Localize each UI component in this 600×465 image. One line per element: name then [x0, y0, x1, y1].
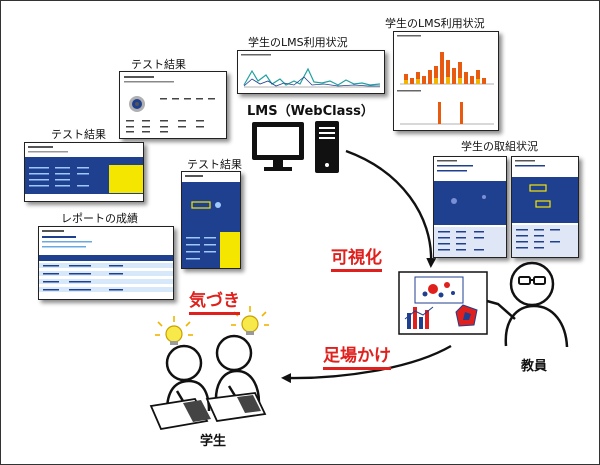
- computer-monitor-icon: [252, 122, 304, 171]
- arrow-visualize: [345, 149, 437, 268]
- label-students: 学生: [200, 434, 227, 449]
- label-visualize: 可視化: [331, 248, 382, 272]
- lms-label: LMS（WebClass）: [247, 104, 374, 119]
- panel-lms-usage-bar: [393, 31, 499, 131]
- label-lms-usage-line: 学生のLMS利用状況: [248, 36, 348, 49]
- lightbulb-icon: [155, 316, 193, 345]
- test-result-tall-thumbnail: [182, 175, 240, 268]
- panel-lms-usage-line: [237, 50, 385, 94]
- visualization-board-icon: [398, 271, 488, 335]
- label-activity: 学生の取組状況: [461, 140, 538, 153]
- label-teacher: 教員: [521, 359, 548, 374]
- teacher-figure-icon: [486, 261, 569, 348]
- panel-test-result-pie: [119, 71, 227, 139]
- label-scaffold: 足場かけ: [323, 346, 391, 370]
- computer-tower-icon: [315, 121, 339, 173]
- activity-left-thumbnail: [434, 160, 506, 257]
- panel-activity-right: [511, 156, 579, 258]
- lms-usage-bar-thumbnail: [397, 35, 494, 125]
- panel-activity-left: [433, 156, 507, 258]
- label-awareness: 気づき: [189, 291, 240, 315]
- test-result-table-thumbnail: [25, 146, 143, 194]
- report-grade-thumbnail: [39, 230, 173, 292]
- label-report-grade: レポートの成績: [61, 212, 138, 225]
- label-test-result-top: テスト結果: [131, 58, 186, 71]
- label-test-result-tall: テスト結果: [187, 158, 242, 171]
- students-figure-icon: [165, 334, 261, 412]
- test-result-pie-thumbnail: [124, 76, 215, 133]
- panel-test-result-tall: [181, 171, 241, 269]
- panel-report-grade: [38, 226, 174, 300]
- label-test-result-left: テスト結果: [51, 128, 106, 141]
- label-lms-usage-bar: 学生のLMS利用状況: [385, 17, 485, 30]
- lms-usage-line-thumbnail: [241, 54, 381, 88]
- activity-right-thumbnail: [512, 160, 578, 257]
- panel-test-result-table: [24, 142, 144, 202]
- notebook-icon: [149, 392, 267, 431]
